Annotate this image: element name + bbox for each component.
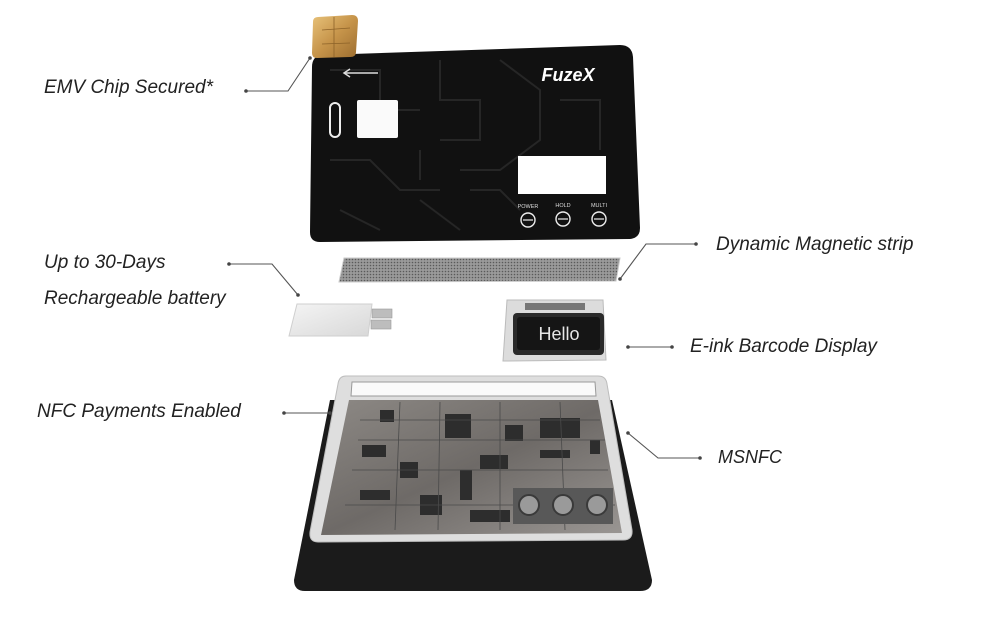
button-label-hold: HOLD — [555, 203, 570, 209]
card-display-window — [518, 156, 606, 194]
eink-display-module: Hello — [502, 299, 607, 362]
label-battery-line2: Rechargeable battery — [44, 288, 226, 309]
label-magnetic-strip: Dynamic Magnetic strip — [716, 234, 914, 255]
card-slot — [329, 102, 341, 138]
magnetic-strip — [338, 257, 621, 283]
emv-chip-icon — [312, 15, 358, 58]
eink-text: Hello — [538, 324, 579, 344]
button-label-power: POWER — [518, 204, 539, 210]
pcb-components — [360, 410, 600, 522]
label-nfc: NFC Payments Enabled — [37, 401, 241, 422]
label-emv-chip: EMV Chip Secured* — [44, 77, 213, 98]
label-eink: E-ink Barcode Display — [690, 336, 877, 357]
battery-cell — [288, 303, 393, 337]
label-msnfc: MSNFC — [718, 447, 782, 467]
leader-lines — [227, 56, 702, 460]
power-button-icon — [520, 212, 536, 228]
pcb-base-layer — [294, 375, 652, 591]
brand-logo: FuzeX — [541, 65, 595, 85]
pcb-contact-pads — [513, 488, 613, 524]
button-label-multi: MULTI — [591, 203, 608, 209]
hold-button-icon — [555, 211, 571, 227]
label-battery-line1: Up to 30-Days — [44, 252, 166, 273]
card-buttons: POWER HOLD MULTI — [518, 203, 608, 228]
card-front-layer: FuzeX POWER HOLD MULTI — [310, 45, 640, 242]
multi-button-icon — [591, 211, 607, 227]
card-window — [357, 100, 398, 138]
card-pattern — [330, 59, 601, 231]
